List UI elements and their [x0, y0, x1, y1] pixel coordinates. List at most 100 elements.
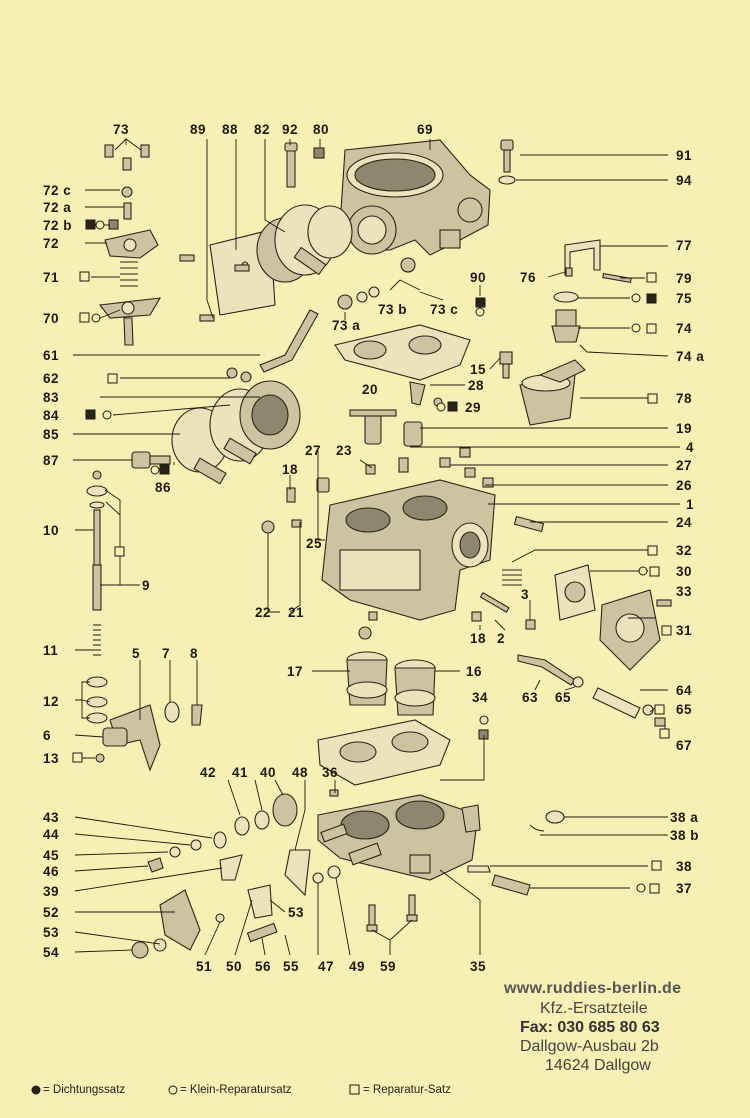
legend-reparatur-satz: = Reparatur-Satz [363, 1084, 451, 1096]
label-87: 87 [43, 453, 59, 468]
label-84: 84 [43, 408, 59, 423]
label-28: 28 [468, 378, 484, 393]
screw-91 [498, 139, 516, 185]
small-parts-middle [286, 381, 494, 503]
carburetor-base [317, 789, 481, 881]
label-86: 86 [155, 480, 171, 495]
label-27-left: 27 [305, 443, 321, 458]
label-71: 71 [43, 270, 59, 285]
label-49: 49 [349, 959, 365, 974]
label-82: 82 [254, 122, 270, 137]
label-94: 94 [676, 173, 692, 188]
label-73b: 73 b [378, 302, 407, 317]
label-13: 13 [43, 751, 59, 766]
label-22: 22 [255, 605, 271, 620]
label-90: 90 [470, 270, 486, 285]
label-73c: 73 c [430, 302, 458, 317]
label-19: 19 [676, 421, 692, 436]
throttle-spindle-group [86, 470, 203, 772]
label-31: 31 [676, 623, 692, 638]
contact-street: Dallgow-Ausbau 2b [520, 1038, 659, 1055]
label-78: 78 [676, 391, 692, 406]
label-63: 63 [522, 690, 538, 705]
label-8: 8 [190, 646, 198, 661]
label-79: 79 [676, 271, 692, 286]
label-41: 41 [232, 765, 248, 780]
label-20: 20 [362, 382, 378, 397]
label-16: 16 [466, 664, 482, 679]
label-77: 77 [676, 238, 692, 253]
part-number-labels: 73 89 88 82 92 80 69 91 94 72 c 72 a 72 … [43, 122, 704, 974]
label-91: 91 [676, 148, 692, 163]
label-89: 89 [190, 122, 206, 137]
label-4: 4 [686, 440, 694, 455]
label-53-left: 53 [43, 925, 59, 940]
label-3: 3 [521, 587, 529, 602]
label-51: 51 [196, 959, 212, 974]
flange-gasket [317, 715, 489, 786]
legend-dichtungssatz: = Dichtungssatz [43, 1084, 126, 1096]
label-61: 61 [43, 348, 59, 363]
label-73: 73 [113, 122, 129, 137]
label-18-top: 18 [282, 462, 298, 477]
label-76: 76 [520, 270, 536, 285]
label-27-right: 27 [676, 458, 692, 473]
label-6: 6 [43, 728, 51, 743]
label-62: 62 [43, 371, 59, 386]
label-47: 47 [318, 959, 334, 974]
label-1: 1 [686, 497, 694, 512]
contact-subtitle: Kfz.-Ersatzteile [540, 1000, 648, 1017]
label-69: 69 [417, 122, 433, 137]
label-45: 45 [43, 848, 59, 863]
label-17: 17 [287, 664, 303, 679]
label-46: 46 [43, 864, 59, 879]
kit-symbols [72, 219, 672, 894]
diaphragm-group-lower [131, 367, 301, 485]
label-39: 39 [43, 884, 59, 899]
pump-cover-group [502, 564, 672, 671]
label-74: 74 [676, 321, 692, 336]
label-42: 42 [200, 765, 216, 780]
label-34: 34 [472, 690, 488, 705]
label-15: 15 [470, 362, 486, 377]
label-72: 72 [43, 236, 59, 251]
label-88: 88 [222, 122, 238, 137]
label-25: 25 [306, 536, 322, 551]
label-18-bottom: 18 [470, 631, 486, 646]
accelerator-pump-group [98, 144, 162, 346]
contact-city: 14624 Dallgow [545, 1057, 651, 1074]
label-53-right: 53 [288, 905, 304, 920]
venturis [346, 651, 436, 716]
carburetor-top-cover [339, 139, 491, 273]
label-24: 24 [676, 515, 692, 530]
idle-screw-group [517, 654, 666, 727]
label-40: 40 [260, 765, 276, 780]
label-72b: 72 b [43, 218, 72, 233]
open-square-icon [349, 1084, 360, 1095]
label-74a: 74 a [676, 349, 704, 364]
label-38b: 38 b [670, 828, 699, 843]
label-44: 44 [43, 827, 59, 842]
label-12: 12 [43, 694, 59, 709]
label-50: 50 [226, 959, 242, 974]
label-35: 35 [470, 959, 486, 974]
label-56: 56 [255, 959, 271, 974]
label-38a: 38 a [670, 810, 698, 825]
legend-klein-reparatursatz: = Klein-Reparatursatz [180, 1084, 292, 1096]
filled-circle-icon [31, 1085, 41, 1095]
label-70: 70 [43, 311, 59, 326]
carburetor-main-body [321, 479, 545, 621]
label-9: 9 [142, 578, 150, 593]
label-59: 59 [380, 959, 396, 974]
diaphragm-group-upper [179, 142, 353, 322]
contact-fax: Fax: 030 685 80 63 [520, 1019, 660, 1036]
label-5: 5 [132, 646, 140, 661]
label-7: 7 [162, 646, 170, 661]
label-85: 85 [43, 427, 59, 442]
leader-lines [73, 138, 680, 956]
label-33: 33 [676, 584, 692, 599]
label-65-right: 65 [676, 702, 692, 717]
label-54: 54 [43, 945, 59, 960]
